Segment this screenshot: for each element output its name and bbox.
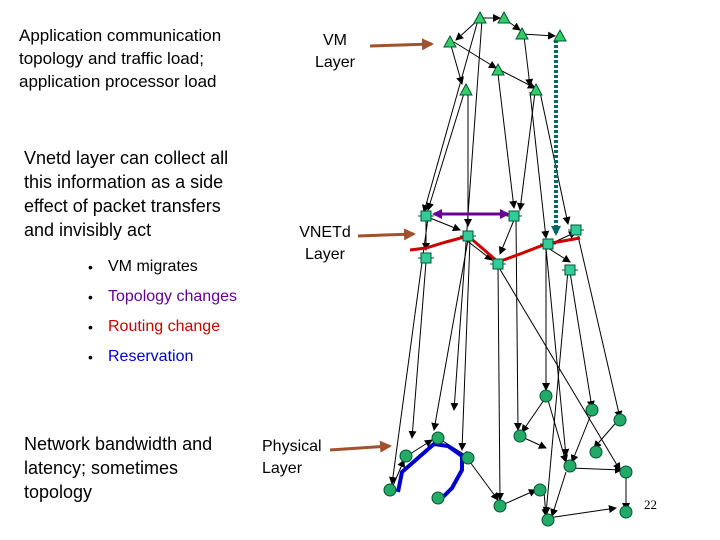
vm-layer-edges bbox=[422, 14, 571, 411]
physical-nodes bbox=[383, 389, 633, 527]
phys-node bbox=[493, 499, 507, 513]
vnetd-node bbox=[540, 238, 556, 250]
vnetd-node bbox=[490, 258, 506, 270]
vnetd-info-text: Vnetd layer can collect all this informa… bbox=[24, 148, 229, 240]
reservation-path bbox=[396, 441, 464, 502]
bullet-routing-change: Routing change bbox=[88, 316, 237, 346]
application-info-text: Application communication topology and t… bbox=[19, 26, 222, 91]
physical-layer-label: Physical Layer bbox=[262, 438, 322, 477]
vm-node bbox=[515, 26, 529, 40]
vnetd-node bbox=[506, 210, 522, 222]
vnetd-node bbox=[418, 252, 434, 264]
event-list: VM migrates Topology changes Routing cha… bbox=[88, 256, 237, 376]
phys-node bbox=[539, 389, 553, 403]
vm-layer-arrow bbox=[369, 38, 434, 51]
bullet-label: Topology changes bbox=[108, 288, 237, 305]
phys-node bbox=[585, 403, 599, 417]
vm-node bbox=[459, 82, 473, 96]
vm-node bbox=[473, 10, 487, 24]
phys-node bbox=[619, 465, 633, 479]
bullet-label: Routing change bbox=[108, 318, 221, 335]
vnetd-node bbox=[562, 264, 578, 276]
vm-node bbox=[497, 10, 511, 24]
phys-node bbox=[431, 431, 445, 445]
phys-node bbox=[589, 445, 603, 459]
phys-node bbox=[533, 483, 547, 497]
vm-node bbox=[443, 34, 457, 48]
bullet-label: VM migrates bbox=[108, 258, 198, 275]
phys-node bbox=[613, 413, 627, 427]
phys-node bbox=[431, 491, 445, 505]
bullet-vm-migrates: VM migrates bbox=[88, 256, 237, 286]
vm-nodes bbox=[443, 10, 567, 96]
phys-node bbox=[563, 459, 577, 473]
vnetd-node bbox=[460, 230, 476, 242]
vnetd-node bbox=[568, 224, 584, 236]
vnetd-node bbox=[418, 210, 434, 222]
vm-node bbox=[553, 28, 567, 42]
phys-node bbox=[619, 505, 633, 519]
routing-change-path bbox=[409, 234, 581, 264]
phys-node bbox=[383, 483, 397, 497]
bullet-topology-changes: Topology changes bbox=[88, 286, 237, 316]
bullet-reservation: Reservation bbox=[88, 346, 237, 376]
phys-node bbox=[541, 513, 555, 527]
vnetd-layer-arrow bbox=[357, 228, 416, 241]
phys-node bbox=[461, 451, 475, 465]
vm-node bbox=[529, 82, 543, 96]
page-number: 22 bbox=[644, 497, 657, 512]
vm-node bbox=[491, 62, 505, 76]
physical-layer-arrow bbox=[329, 440, 392, 453]
physical-layer-edges bbox=[391, 399, 630, 519]
phys-node bbox=[399, 449, 413, 463]
vnetd-layer-label: VNETd Layer bbox=[299, 224, 351, 263]
vnetd-nodes bbox=[418, 210, 584, 276]
bullet-label: Reservation bbox=[108, 348, 194, 365]
vm-layer-label: VM Layer bbox=[314, 32, 356, 71]
network-info-text: Network bandwidth and latency; sometimes… bbox=[24, 434, 213, 502]
phys-node bbox=[513, 429, 527, 443]
